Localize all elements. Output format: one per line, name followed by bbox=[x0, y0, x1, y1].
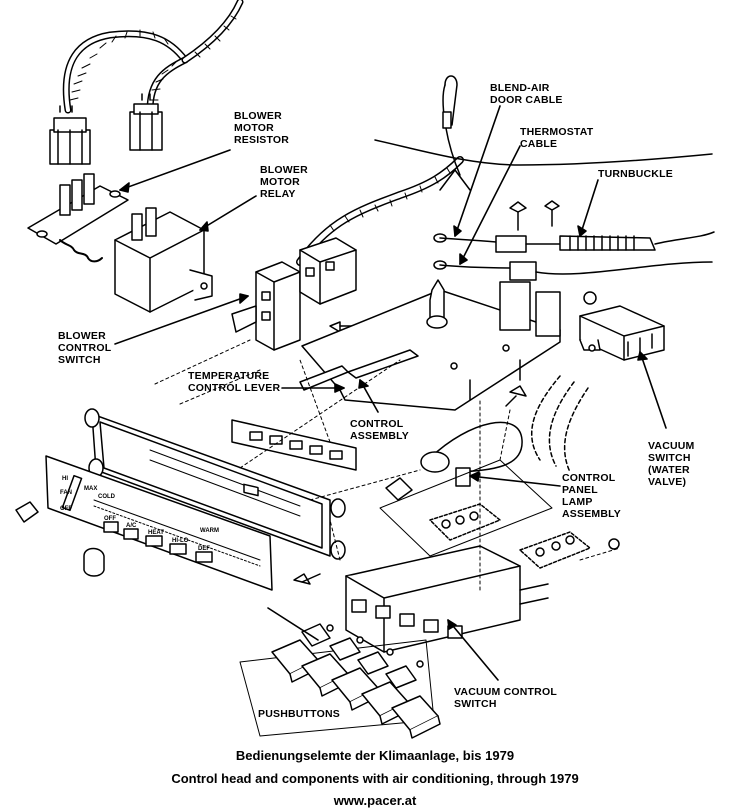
control-knobs bbox=[15, 501, 105, 577]
caption-english: Control head and components with air con… bbox=[171, 771, 579, 786]
dashed-guides bbox=[154, 339, 621, 591]
label-temperature-control-lever: TEMPERATURE CONTROL LEVER bbox=[188, 370, 281, 394]
wire-harness bbox=[62, 0, 244, 114]
vacuum-control-switch bbox=[345, 545, 549, 653]
control-panel-lamp-assembly bbox=[379, 421, 553, 557]
panel-max: MAX bbox=[84, 486, 97, 492]
btn-off-label: OFF bbox=[104, 516, 116, 522]
vacuum-lines bbox=[531, 375, 589, 473]
blower-motor-resistor bbox=[27, 173, 129, 263]
btn-heat-label: HEAT bbox=[148, 530, 164, 536]
turnbuckle bbox=[559, 231, 715, 251]
leader-lines bbox=[114, 105, 667, 681]
panel-off-fan: OFF bbox=[60, 506, 72, 512]
label-control-assembly: CONTROL ASSEMBLY bbox=[350, 418, 409, 442]
blower-motor-relay bbox=[114, 207, 213, 313]
label-thermostat-cable: THERMOSTAT CABLE bbox=[520, 126, 594, 150]
label-blower-motor-resistor: BLOWER MOTOR RESISTOR bbox=[234, 110, 290, 146]
control-bezel bbox=[84, 408, 346, 560]
harness-connectors bbox=[49, 93, 163, 165]
blend-air-door-cable bbox=[433, 233, 561, 253]
panel-hi: HI bbox=[62, 476, 68, 482]
control-assembly bbox=[299, 279, 561, 411]
label-control-panel-lamp-assembly: CONTROL PANEL LAMP ASSEMBLY bbox=[562, 472, 621, 520]
btn-hilo-label: HI-LO bbox=[172, 538, 189, 544]
pushbuttons-group bbox=[239, 623, 441, 739]
caption-german: Bedienungselemte der Klimaanlage, bis 19… bbox=[235, 748, 515, 763]
label-blend-air-door-cable: BLEND-AIR DOOR CABLE bbox=[490, 82, 563, 106]
panel-cold: COLD bbox=[98, 494, 116, 500]
label-blower-control-switch: BLOWER CONTROL SWITCH bbox=[58, 330, 112, 366]
blower-control-switch bbox=[231, 237, 357, 351]
panel-warm: WARM bbox=[200, 528, 219, 534]
thermostat-cable bbox=[433, 260, 713, 281]
label-vacuum-control-switch: VACUUM CONTROL SWITCH bbox=[454, 686, 557, 710]
vacuum-switch bbox=[579, 305, 665, 361]
label-blower-motor-relay: BLOWER MOTOR RELAY bbox=[260, 164, 308, 200]
vacuum-plug-connectors bbox=[429, 503, 591, 569]
panel-fan: FAN bbox=[60, 490, 72, 496]
label-turnbuckle: TURNBUCKLE bbox=[598, 168, 673, 180]
dash-outline bbox=[374, 75, 713, 191]
strip-overlay bbox=[231, 419, 357, 497]
label-pushbuttons: PUSHBUTTONS bbox=[258, 708, 340, 720]
control-panel-face: HI MAX FAN OFF COLD WARM OFF A/C HEAT HI… bbox=[45, 455, 273, 591]
caption-url: www.pacer.at bbox=[333, 793, 417, 808]
control-harness bbox=[296, 156, 464, 266]
label-vacuum-switch-water-valve: VACUUM SWITCH (WATER VALVE) bbox=[648, 440, 695, 488]
btn-def-label: DEF bbox=[198, 546, 210, 552]
btn-ac-label: A/C bbox=[126, 523, 137, 529]
